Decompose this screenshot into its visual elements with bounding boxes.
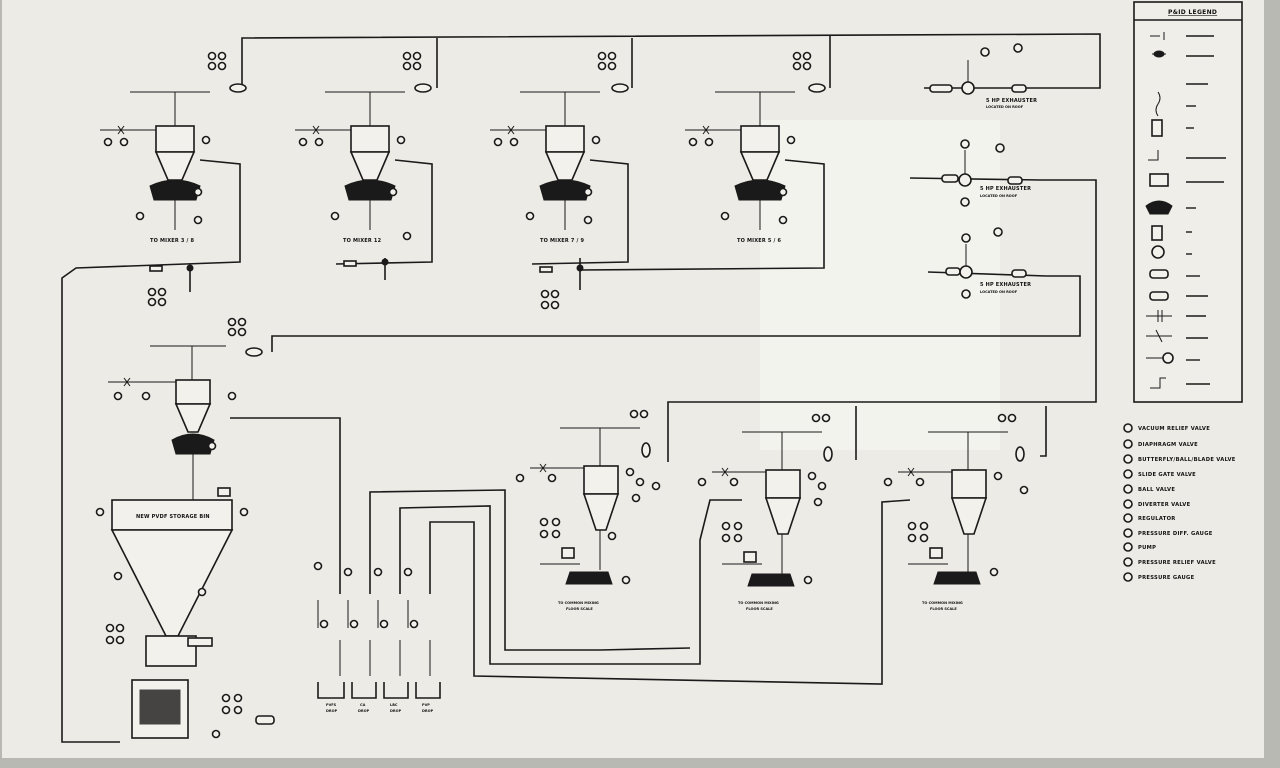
- legend-key-butterfly: BUTTERFLY/BALL/BLADE VALVE: [1138, 457, 1236, 463]
- exhauster-1-line2: LOCATED ON ROOF: [986, 105, 1024, 109]
- receiver-top-1-label: TO MIXER 3 / 8: [150, 238, 194, 244]
- legend-title: P&ID LEGEND: [1168, 9, 1217, 16]
- drop-hopper-3-label2: DROP: [390, 709, 402, 713]
- exhauster-3-line1: 5 HP EXHAUSTER: [980, 282, 1031, 288]
- distribution-valves: [147, 258, 584, 310]
- drop-hopper-4-label2: DROP: [422, 709, 434, 713]
- exhauster-3-line2: LOCATED ON ROOF: [980, 290, 1018, 294]
- drop-stations: [313, 561, 441, 699]
- vacuum-header-lines: [61, 33, 1101, 743]
- drop-hopper-1-label2: DROP: [326, 709, 338, 713]
- receiver-bottom-1: TO COMMON MIXING FLOOR SCALE: [515, 409, 661, 611]
- exhauster-2-line2: LOCATED ON ROOF: [980, 194, 1018, 198]
- drop-hopper-2-label2: DROP: [358, 709, 370, 713]
- receiver-bottom-2-label2: FLOOR SCALE: [746, 607, 773, 611]
- receiver-top-3-label: TO MIXER 7 / 9: [540, 238, 584, 244]
- legend-key-pressure-gauge: PRESSURE GAUGE: [1138, 575, 1195, 581]
- receiver-bottom-3-label: TO COMMON MIXING: [922, 601, 963, 605]
- legend-key-pressure-relief: PRESSURE RELIEF VALVE: [1138, 560, 1216, 566]
- exhauster-1-line1: 5 HP EXHAUSTER: [986, 98, 1037, 104]
- legend-key-vacuum-relief: VACUUM RELIEF VALVE: [1138, 426, 1210, 432]
- receiver-top-2-label: TO MIXER 12: [343, 238, 382, 244]
- drop-hopper-1-label: PVFS: [326, 703, 337, 707]
- receiver-bottom-2-label: TO COMMON MIXING: [738, 601, 779, 605]
- receiver-top-4: TO MIXER 5 / 6: [685, 51, 826, 244]
- legend-box: P&ID LEGEND: [1133, 1, 1243, 403]
- storage-receiver: [108, 317, 263, 500]
- drop-hopper-2-label: CA: [360, 703, 366, 707]
- drop-hopper-4-label: PVP: [422, 703, 430, 707]
- receiver-top-1: TO MIXER 3 / 8: [100, 51, 247, 244]
- legend-key-pump: PUMP: [1138, 545, 1156, 551]
- glare: [760, 120, 1000, 450]
- legend-key-slide-gate: SLIDE GATE VALVE: [1138, 472, 1196, 478]
- paper-sheet: [2, 0, 1264, 758]
- legend-key-ball-valve: BALL VALVE: [1138, 487, 1175, 493]
- storage-bin-label: NEW PVDF STORAGE BIN: [136, 514, 210, 520]
- receiver-bottom-2: TO COMMON MIXING FLOOR SCALE: [697, 413, 833, 611]
- receiver-bottom-1-label2: FLOOR SCALE: [566, 607, 593, 611]
- legend-key: [1123, 423, 1133, 582]
- receiver-bottom-3: TO COMMON MIXING FLOOR SCALE: [883, 413, 1029, 611]
- exhauster-1: 5 HP EXHAUSTER LOCATED ON ROOF: [924, 43, 1088, 109]
- exhauster-2-line1: 5 HP EXHAUSTER: [980, 186, 1031, 192]
- receiver-top-4-label: TO MIXER 5 / 6: [737, 238, 781, 244]
- receiver-bottom-3-label2: FLOOR SCALE: [930, 607, 957, 611]
- drop-hopper-3-label: LBC: [390, 703, 398, 707]
- legend-key-diverter: DIVERTER VALVE: [1138, 502, 1191, 508]
- legend-key-diaphragm: DIAPHRAGM VALVE: [1138, 442, 1198, 448]
- exhauster-2: 5 HP EXHAUSTER LOCATED ON ROOF: [909, 139, 1041, 207]
- receiver-bottom-1-label: TO COMMON MIXING: [558, 601, 599, 605]
- receiver-top-3: TO MIXER 7 / 9: [490, 51, 629, 244]
- legend-key-regulator: REGULATOR: [1138, 516, 1176, 522]
- legend-key-pressure-diff: PRESSURE DIFF. GAUGE: [1138, 531, 1213, 537]
- receiver-top-2: TO MIXER 12: [295, 51, 432, 244]
- exhauster-3: 5 HP EXHAUSTER LOCATED ON ROOF: [927, 227, 1047, 299]
- storage-bin: NEW PVDF STORAGE BIN: [95, 499, 275, 739]
